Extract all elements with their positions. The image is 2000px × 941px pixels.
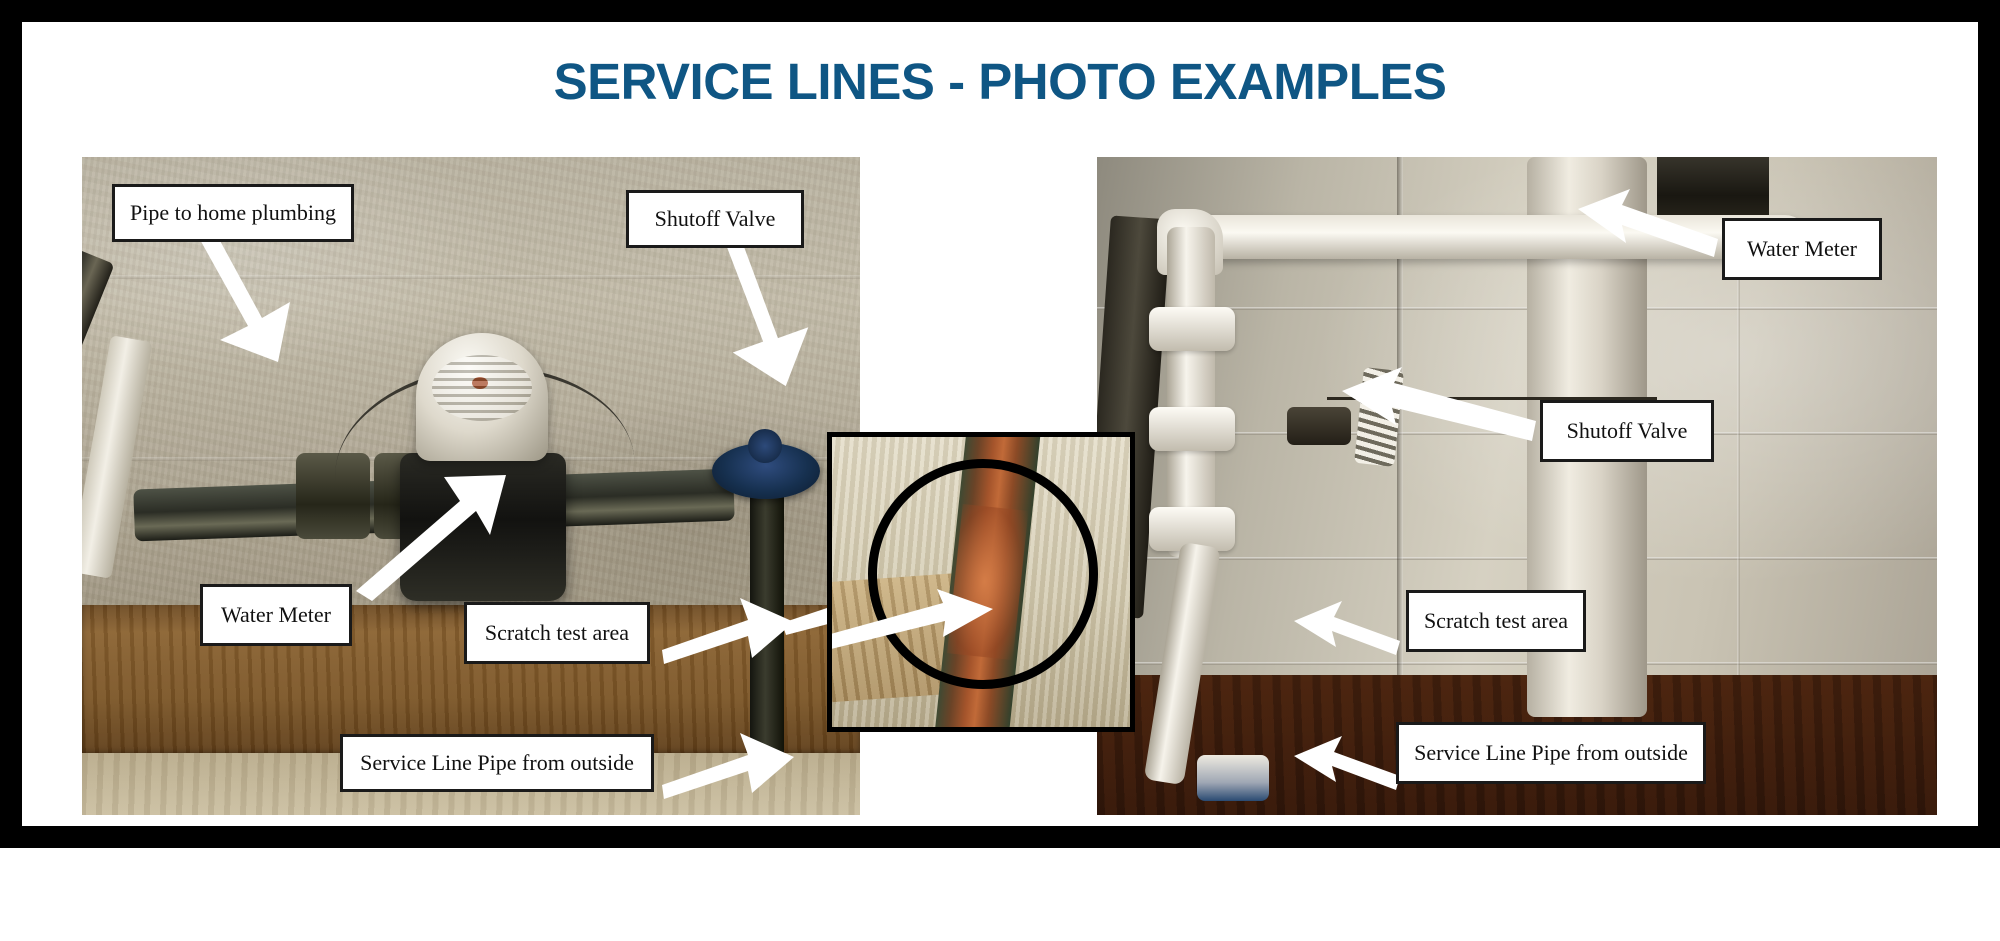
wall-mortar-line [82,275,860,279]
meter-indicator-dot [472,377,488,389]
water-meter-register [416,333,548,461]
shutoff-valve-body [1287,407,1351,445]
label-water-meter-right: Water Meter [1722,218,1882,280]
inset-closeup-photo [827,432,1135,732]
label-shutoff-valve-left: Shutoff Valve [626,190,804,248]
horizontal-service-pipe [1167,215,1807,259]
wall-corner [1397,157,1403,815]
label-scratch-test-area-right: Scratch test area [1406,590,1586,652]
water-meter-body [400,453,566,601]
page-title: SERVICE LINES - PHOTO EXAMPLES [553,53,1447,110]
valve-handwheel [712,429,820,499]
wall-mortar-line [1097,662,1937,665]
label-service-line-pipe-right: Service Line Pipe from outside [1396,722,1706,784]
label-service-line-pipe-left: Service Line Pipe from outside [340,734,654,792]
wall-mortar-line [1097,307,1937,310]
label-scratch-test-area-left: Scratch test area [464,602,650,664]
label-shutoff-valve-right: Shutoff Valve [1540,400,1714,462]
slide-frame: SERVICE LINES - PHOTO EXAMPLES [0,0,2000,848]
valve-stem [750,487,784,767]
label-water-meter-left: Water Meter [200,584,352,646]
left-photo [82,157,860,815]
pipe-union [1149,407,1235,451]
inset-highlight-circle [868,459,1098,689]
pipe-union [1149,307,1235,351]
slide-page: SERVICE LINES - PHOTO EXAMPLES [22,22,1978,826]
wall-mortar-line [1097,557,1937,560]
vertical-service-pipe [1167,227,1215,557]
pipe-floor-collar [1197,755,1269,801]
wall-mortar-line [1737,157,1740,815]
label-pipe-to-home-plumbing: Pipe to home plumbing [112,184,354,242]
